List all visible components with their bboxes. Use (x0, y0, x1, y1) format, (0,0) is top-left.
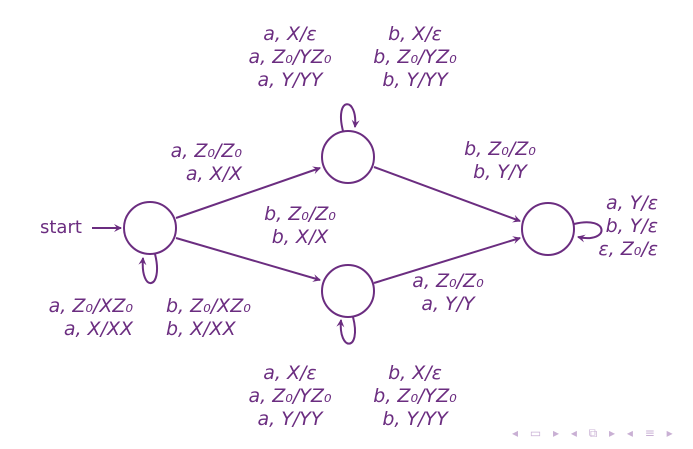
state-q1 (321, 130, 375, 184)
transition-label: a, X/X (185, 163, 242, 185)
transition-label: b, Y/YY (382, 69, 448, 91)
loop-q1 (340, 103, 360, 132)
transition-label: b, Y/Y (473, 161, 527, 183)
edge-q0-q1 (175, 166, 321, 219)
q2-loop-label-b: b, X/ε b, Z₀/YZ₀ b, Y/YY (373, 362, 456, 431)
transition-label: b, X/ε (388, 362, 442, 384)
transition-label: a, Y/YY (257, 408, 323, 430)
edge-q1-q3 (373, 166, 521, 223)
transition-label: b, Z₀/YZ₀ (373, 46, 457, 68)
transition-label: a, Z₀/XZ₀ (48, 295, 133, 317)
transition-label: a, Z₀/YZ₀ (248, 46, 332, 68)
q3-loop-label: a, Y/ε b, Y/ε ε, Z₀/ε (598, 192, 658, 261)
transition-label: b, Z₀/Z₀ (464, 138, 536, 160)
transition-label: a, X/ε (263, 362, 317, 384)
q0-loop-label-a: a, Z₀/XZ₀ a, X/XX (49, 295, 133, 341)
transition-label: b, Z₀/YZ₀ (373, 385, 457, 407)
transition-label: a, Y/YY (257, 69, 323, 91)
transition-label: a, Y/Y (421, 293, 475, 315)
state-q3 (521, 202, 575, 256)
transition-label: ε, Z₀/ε (598, 238, 658, 260)
loop-q3 (573, 221, 603, 243)
transition-label: a, X/XX (63, 318, 133, 340)
transition-label: b, Z₀/XZ₀ (166, 295, 251, 317)
edge-q2-q3 (373, 236, 521, 284)
q0-loop-label-b: b, Z₀/XZ₀ b, X/XX (166, 295, 251, 341)
transition-label: b, Z₀/Z₀ (264, 203, 336, 225)
q1-loop-label-a: a, X/ε a, Z₀/YZ₀ a, Y/YY (249, 23, 332, 92)
transition-label: a, Z₀/Z₀ (170, 140, 242, 162)
transition-label: b, X/ε (388, 23, 442, 45)
q1-loop-label-b: b, X/ε b, Z₀/YZ₀ b, Y/YY (373, 23, 456, 92)
edge-q0-q2 (175, 237, 321, 282)
transition-label: b, X/X (271, 226, 329, 248)
transition-label: a, Z₀/Z₀ (412, 270, 484, 292)
beamer-navigation-icons[interactable]: ◂ ▭ ▸ ◂ ⧉ ▸ ◂ ≡ ▸ (512, 426, 677, 440)
transition-label: b, X/XX (166, 318, 236, 340)
state-q2 (321, 264, 375, 318)
state-q0 (123, 201, 177, 255)
transition-label: b, Y/YY (382, 408, 448, 430)
transition-label: a, X/ε (263, 23, 317, 45)
loop-q2 (336, 316, 356, 345)
q0-q1-label: a, Z₀/Z₀ a, X/X (171, 140, 242, 186)
q2-q3-label: a, Z₀/Z₀ a, Y/Y (412, 270, 483, 316)
start-label: start (40, 217, 82, 238)
transition-label: a, Y/ε (606, 192, 658, 214)
loop-q0 (138, 253, 158, 284)
q0-q2-label: b, Z₀/Z₀ b, X/X (264, 203, 336, 249)
transition-label: a, Z₀/YZ₀ (248, 385, 332, 407)
q1-q3-label: b, Z₀/Z₀ b, Y/Y (464, 138, 536, 184)
transition-label: b, Y/ε (605, 215, 658, 237)
q2-loop-label-a: a, X/ε a, Z₀/YZ₀ a, Y/YY (249, 362, 332, 431)
